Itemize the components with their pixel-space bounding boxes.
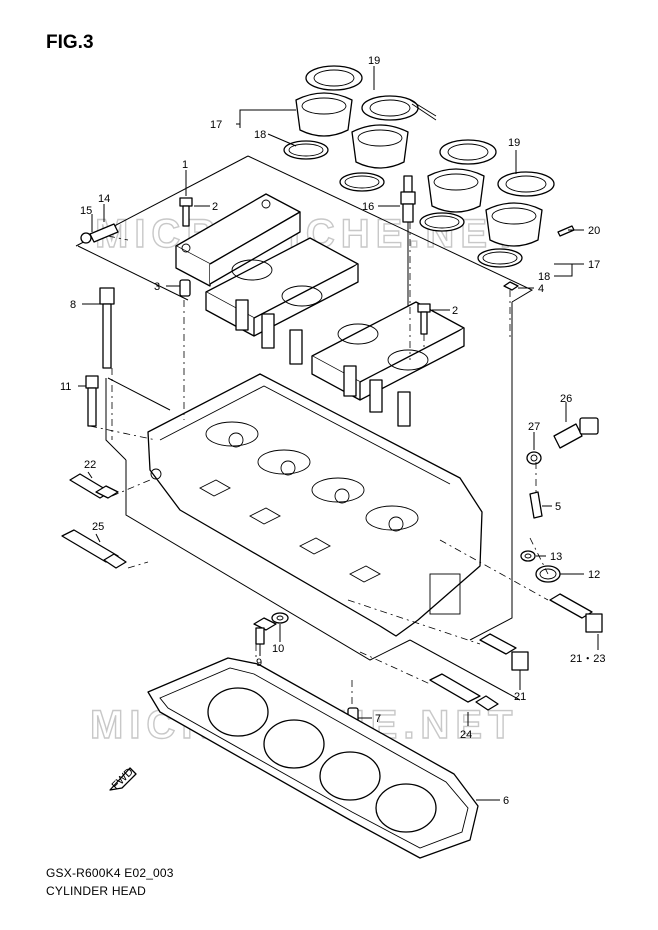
callout-27: 27 <box>528 421 540 433</box>
intake-pipe-set-right <box>419 139 575 268</box>
callout-3: 3 <box>154 281 160 293</box>
leader-lines <box>78 66 599 801</box>
breather-fitting <box>80 223 119 244</box>
callout-16: 16 <box>362 201 374 213</box>
bolt-21-23 <box>549 593 603 633</box>
callout-20: 20 <box>588 225 600 237</box>
callout-numbers: 1 2 2 3 4 5 6 7 8 9 10 11 12 13 14 15 16… <box>60 55 605 807</box>
long-head-bolt <box>99 287 115 369</box>
callout-5: 5 <box>555 501 561 513</box>
o-ring-27 <box>526 451 542 465</box>
callout-26: 26 <box>560 393 572 405</box>
callout-2-right: 2 <box>452 305 458 317</box>
forward-direction-arrow: FWD <box>109 766 137 792</box>
temperature-sensor <box>553 404 599 449</box>
cam-journal-holder-lower-right <box>311 301 465 427</box>
dowel-pin-5 <box>529 491 543 519</box>
cam-journal-holder-upper <box>175 193 301 287</box>
bolt-9 <box>253 617 277 645</box>
diagram-title: CYLINDER HEAD <box>46 884 146 898</box>
callout-17-upper: 17 <box>210 119 222 131</box>
callout-12: 12 <box>588 569 600 581</box>
callout-22: 22 <box>84 459 96 471</box>
stud-bolt-25 <box>61 529 127 569</box>
callout-14: 14 <box>98 193 110 205</box>
callout-13: 13 <box>550 551 562 563</box>
stud-bolt-22 <box>69 473 119 499</box>
washer-10 <box>271 612 289 624</box>
holder-bolt-left <box>179 197 193 227</box>
callout-18-lower: 18 <box>538 271 550 283</box>
cam-journal-holder-lower-left <box>205 237 359 365</box>
stud-bolt-24 <box>429 673 499 711</box>
cylinder-head <box>147 373 483 637</box>
callout-10: 10 <box>272 643 284 655</box>
dowel-pin <box>179 279 191 297</box>
callout-25: 25 <box>92 521 104 533</box>
diagram-code: GSX-R600K4 E02_003 <box>46 866 174 880</box>
callout-8: 8 <box>70 299 76 311</box>
short-head-bolt <box>85 375 99 427</box>
callout-1: 1 <box>182 159 188 171</box>
cylinder-head-gasket <box>147 657 479 859</box>
washer-4 <box>503 281 519 291</box>
callout-24: 24 <box>460 729 472 741</box>
callout-9: 9 <box>256 657 262 669</box>
callout-15: 15 <box>80 205 92 217</box>
callout-21: 21 <box>514 691 526 703</box>
callout-19-lower: 19 <box>508 137 520 149</box>
washer-13 <box>520 550 536 562</box>
intake-pipe-set-left <box>283 65 437 192</box>
callout-2-left: 2 <box>212 201 218 213</box>
bolt-21 <box>479 633 529 671</box>
figure-title: FIG.3 <box>46 32 94 53</box>
callout-7: 7 <box>375 713 381 725</box>
callout-18-upper: 18 <box>254 129 266 141</box>
callout-19-upper: 19 <box>368 55 380 67</box>
callout-11: 11 <box>60 381 71 393</box>
callout-4: 4 <box>538 283 544 295</box>
callout-6: 6 <box>503 795 509 807</box>
callout-17-lower: 17 <box>588 259 600 271</box>
alignment-lines <box>89 222 549 708</box>
callout-21-23: 21・23 <box>570 653 605 665</box>
